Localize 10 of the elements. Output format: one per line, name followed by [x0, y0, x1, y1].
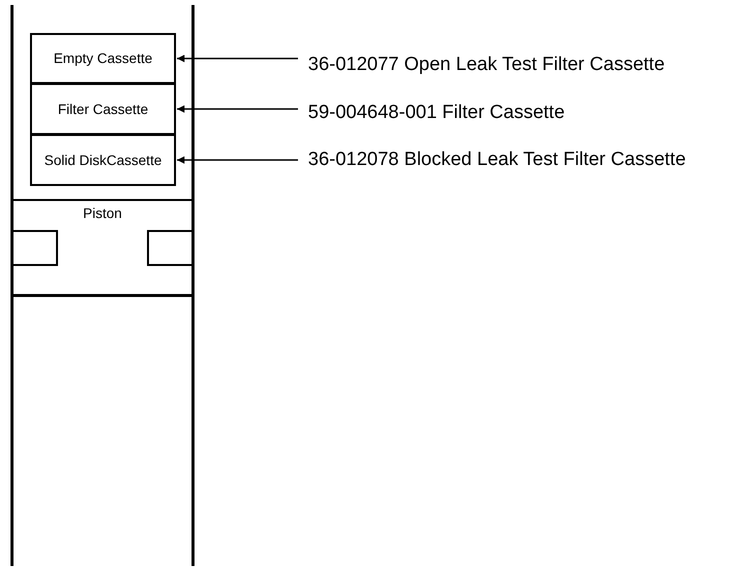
- part-label: 36-012077 Open Leak Test Filter Cassette: [308, 53, 738, 77]
- part-label: 59-004648-001 Filter Cassette: [308, 101, 738, 125]
- part-label: 36-012078 Blocked Leak Test Filter Cassette: [308, 148, 738, 172]
- cassette-box: Empty Cassette: [30, 33, 176, 84]
- cassette-box: Solid DiskCassette: [30, 134, 176, 186]
- cassette-box: Filter Cassette: [30, 83, 176, 135]
- leader-arrow: [177, 105, 298, 113]
- leader-arrow: [177, 156, 298, 164]
- piston-block: Piston: [13, 199, 192, 297]
- leader-arrow: [177, 54, 298, 62]
